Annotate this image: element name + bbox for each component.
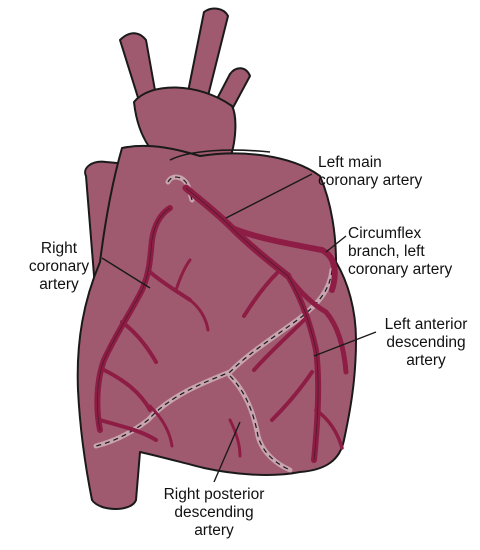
- rca-branch-2: [120, 320, 158, 364]
- aortic-branch-1: [119, 32, 157, 105]
- label-lad: Left anterior descending artery: [384, 316, 468, 369]
- small-branch-3: [148, 404, 174, 448]
- small-branch-2: [174, 258, 192, 292]
- atrial-fold: [169, 149, 271, 161]
- rca-branch-3: [102, 368, 152, 412]
- small-branch-1: [188, 298, 210, 332]
- diagonal-branch-3: [270, 370, 314, 422]
- circumflex-artery: [229, 225, 338, 293]
- diagonal-branch-2: [252, 318, 306, 372]
- artery-outline: [96, 187, 319, 461]
- leader-lad: [313, 331, 377, 357]
- diagonal-branch-1: [242, 270, 280, 318]
- posterior-vessels-dash: [95, 176, 333, 471]
- rca-branch-4: [98, 418, 158, 442]
- small-branch-4: [228, 418, 242, 458]
- leader-rpda: [213, 421, 241, 483]
- label-left-main: Left main coronary artery: [318, 154, 423, 189]
- rca-branch-1: [148, 270, 192, 302]
- leader-circumflex: [325, 235, 347, 253]
- label-rpda: Right posterior descending artery: [163, 486, 265, 539]
- septal-branch: [314, 408, 344, 450]
- aortic-branch-2: [187, 7, 229, 97]
- leader-left-main: [225, 173, 313, 219]
- leader-right-coronary: [101, 257, 151, 289]
- circumflex-descend: [285, 273, 349, 375]
- label-circumflex: Circumflex branch, left coronary artery: [348, 225, 453, 278]
- leader-lines: [101, 173, 377, 483]
- label-right-coronary: Right coronary artery: [28, 240, 90, 293]
